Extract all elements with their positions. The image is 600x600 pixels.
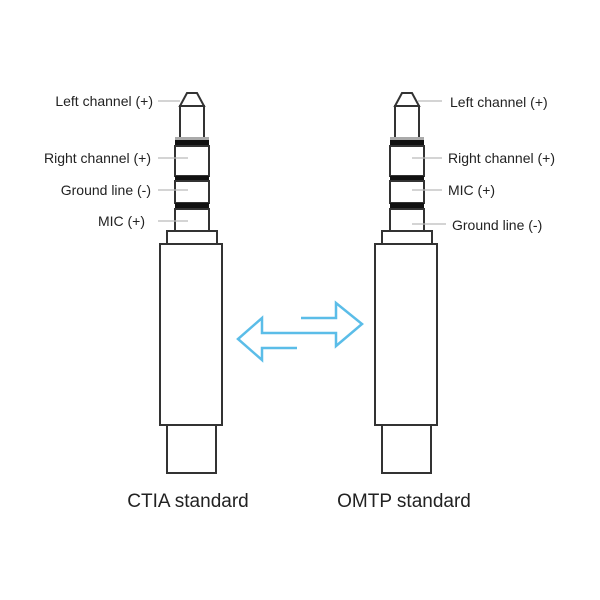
omtp-caption: OMTP standard (337, 491, 471, 512)
ctia-label-right-channel: Right channel (+) (44, 150, 151, 166)
ctia-label-mic: MIC (+) (98, 213, 145, 229)
omtp-label-left-channel: Left channel (+) (450, 94, 548, 110)
omtp-label-right-channel: Right channel (+) (448, 150, 555, 166)
ctia-leaders (158, 100, 188, 222)
bidirectional-arrow-icon (236, 300, 364, 363)
omtp-jack (374, 92, 438, 474)
omtp-leaders (412, 100, 446, 225)
ctia-caption: CTIA standard (127, 491, 248, 512)
omtp-label-mic: MIC (+) (448, 182, 495, 198)
omtp-label-ground: Ground line (-) (452, 217, 542, 233)
ctia-label-left-channel: Left channel (+) (55, 93, 153, 109)
ctia-label-ground: Ground line (-) (61, 182, 151, 198)
ctia-jack (159, 92, 223, 474)
